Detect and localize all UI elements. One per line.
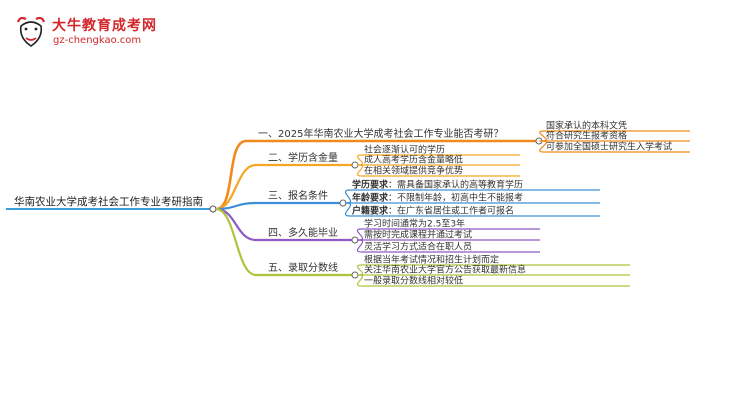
- leaf-connector: [356, 264, 364, 276]
- leaf-label: 一般录取分数线相对较低: [364, 275, 463, 287]
- leaf-value: ：需具备国家承认的高等教育学历: [388, 179, 523, 191]
- leaf-node[interactable]: 一般录取分数线相对较低: [356, 274, 630, 287]
- branch-label: 一、2025年华南农业大学成考社会工作专业能否考研？: [258, 127, 503, 140]
- branch-label: 三、报名条件: [268, 189, 328, 202]
- bull-logo-icon: [16, 16, 46, 47]
- leaf-node[interactable]: 可参加全国硕士研究生入学考试: [539, 140, 690, 153]
- leaf-node[interactable]: 学习时间通常为2.5至3年: [356, 218, 540, 241]
- root-collapse-handle[interactable]: [209, 205, 217, 213]
- leaf-node[interactable]: 灵活学习方式适合在职人员: [356, 239, 540, 253]
- leaf-key: 学历要求: [352, 179, 389, 191]
- leaf-label: 在相关领域提供竞争优势: [364, 165, 463, 177]
- leaf-connector: [356, 228, 364, 241]
- leaf-label: 关注华南农业大学官方公告获取最新信息: [364, 264, 526, 276]
- root-label: 华南农业大学成考社会工作专业考研指南: [14, 195, 203, 208]
- site-logo[interactable]: 大牛教育成考网 gz-chengkao.com: [14, 14, 164, 50]
- leaf-label: 需按时完成课程并通过考试: [364, 229, 472, 241]
- branch-b4[interactable]: 四、多久能毕业 学习时间通常为2.5至3年需按时完成课程并通过考试灵活学习方式适合…: [215, 207, 540, 253]
- leaf-node[interactable]: 需按时完成课程并通过考试: [356, 229, 540, 241]
- leaf-label: 社会逐渐认可的学历: [364, 144, 445, 156]
- root-node[interactable]: 华南农业大学成考社会工作专业考研指南: [6, 195, 217, 213]
- branch-b5[interactable]: 五、录取分数线 根据当年考试情况和招生计划而定关注华南农业大学官方公告获取最新信息…: [215, 207, 630, 287]
- leaf-value: ：在广东省居住或工作者可报名: [388, 205, 514, 217]
- leaf-connector: [356, 239, 364, 253]
- leaf-label: 符合研究生报考资格: [546, 130, 627, 142]
- leaf-node[interactable]: 在相关领域提供竞争优势: [356, 164, 520, 177]
- branch-label: 四、多久能毕业: [268, 226, 338, 239]
- branch-b3[interactable]: 三、报名条件 学历要求：需具备国家承认的高等教育学历年龄要求：不限制年龄，初高中生…: [215, 179, 600, 217]
- leaf-label: 成人高考学历含金量略低: [364, 154, 463, 166]
- branch-connector: [215, 207, 257, 242]
- leaf-label: 根据当年考试情况和招生计划而定: [364, 254, 499, 266]
- branch-b1[interactable]: 一、2025年华南农业大学成考社会工作专业能否考研？ 国家承认的本科文凭符合研究生…: [215, 120, 690, 211]
- leaf-node[interactable]: 户籍要求：在广东省居住或工作者可报名: [344, 202, 600, 217]
- leaf-label: 学历要求：需具备国家承认的高等教育学历: [352, 179, 523, 191]
- leaf-connector: [344, 202, 352, 217]
- leaf-connector: [356, 154, 364, 166]
- leaf-label: 户籍要求：在广东省居住或工作者可报名: [352, 205, 514, 217]
- leaf-node[interactable]: 符合研究生报考资格: [539, 130, 690, 142]
- leaf-connector: [356, 274, 364, 287]
- leaf-connector: [344, 189, 352, 204]
- branch-connector: [215, 207, 257, 277]
- leaf-value: ：不限制年龄，初高中生不能报考: [388, 192, 523, 204]
- leaf-node[interactable]: 国家承认的本科文凭: [539, 120, 690, 142]
- leaf-label: 灵活学习方式适合在职人员: [364, 241, 472, 253]
- leaf-node[interactable]: 年龄要求：不限制年龄，初高中生不能报考: [344, 192, 600, 204]
- leaf-label: 可参加全国硕士研究生入学考试: [546, 141, 672, 153]
- leaf-label: 学习时间通常为2.5至3年: [364, 218, 465, 230]
- leaf-connector: [539, 140, 547, 153]
- leaf-connector: [356, 164, 364, 177]
- logo-url: gz-chengkao.com: [53, 35, 142, 46]
- leaf-key: 年龄要求: [352, 192, 389, 204]
- logo-title: 大牛教育成考网: [52, 18, 157, 34]
- leaf-label: 国家承认的本科文凭: [546, 120, 627, 132]
- leaf-label: 年龄要求：不限制年龄，初高中生不能报考: [352, 192, 523, 204]
- branch-label: 五、录取分数线: [268, 261, 338, 274]
- leaf-key: 户籍要求: [352, 205, 389, 217]
- leaf-node[interactable]: 学历要求：需具备国家承认的高等教育学历: [344, 179, 600, 204]
- branch-label: 二、学历含金量: [268, 151, 338, 164]
